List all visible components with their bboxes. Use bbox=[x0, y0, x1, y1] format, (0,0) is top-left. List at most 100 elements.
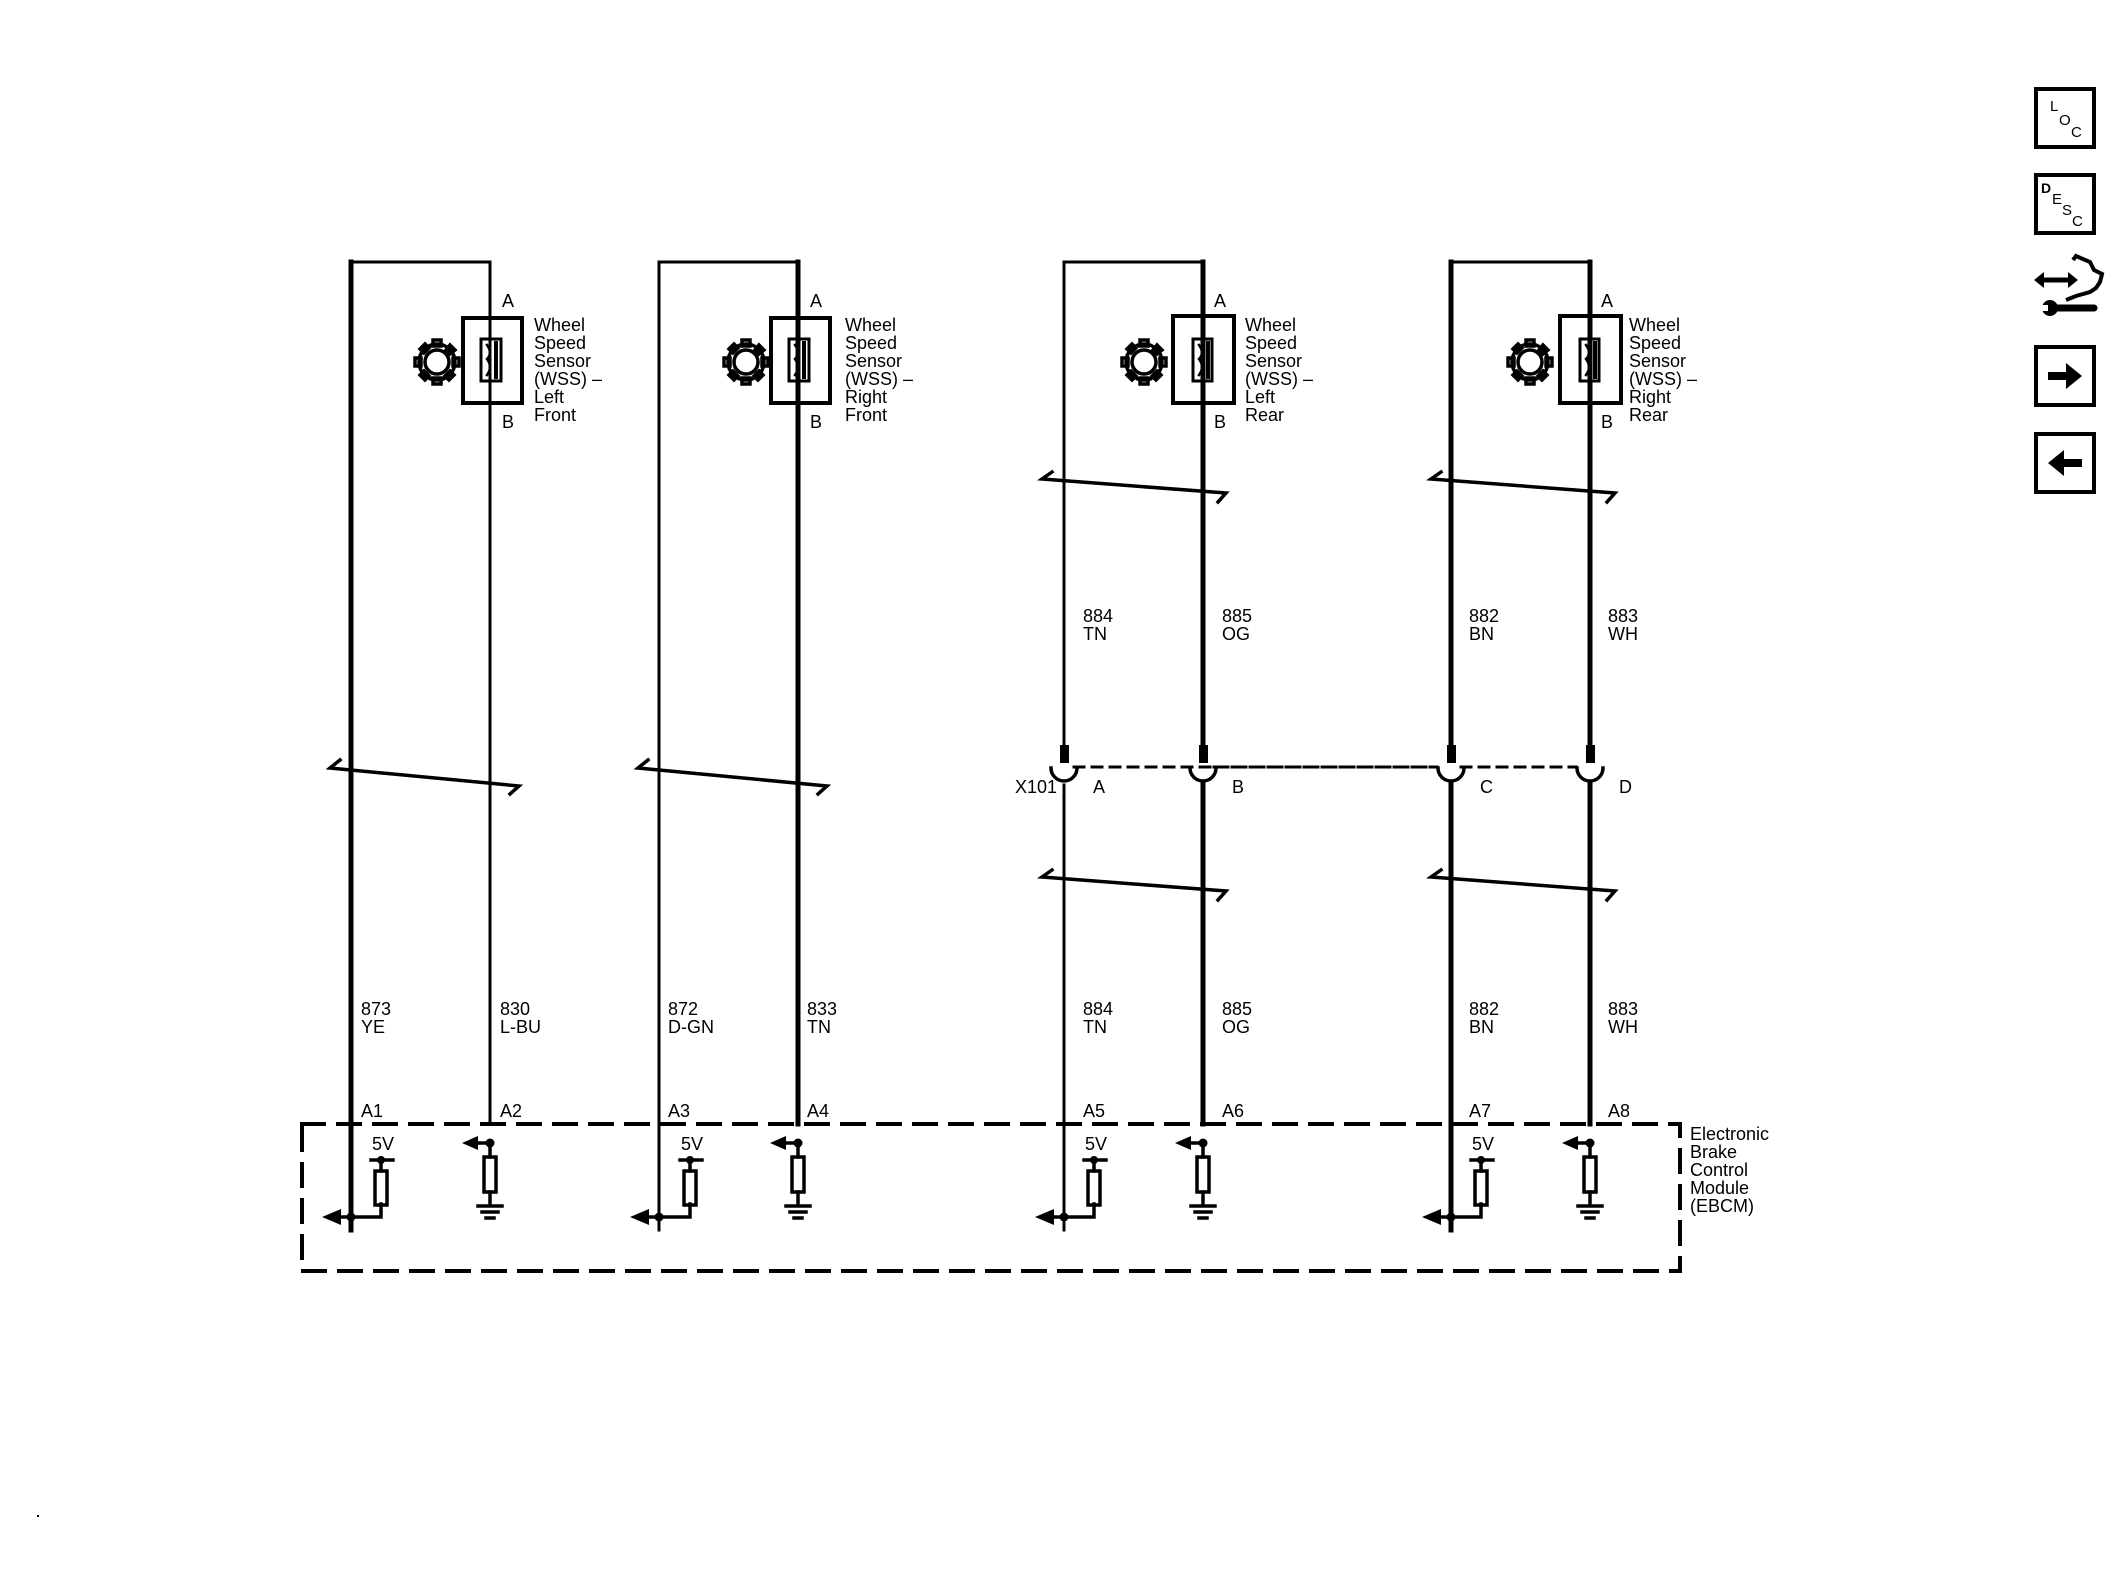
pin-label: A bbox=[502, 291, 514, 311]
connector-x101-labels: X101 A B C D bbox=[1015, 777, 1632, 797]
desc-button[interactable]: D E S C bbox=[2034, 173, 2096, 235]
svg-text:Right: Right bbox=[1629, 387, 1671, 407]
svg-text:WH: WH bbox=[1608, 624, 1638, 644]
wss-right-rear-circuit bbox=[1448, 259, 1623, 1233]
svg-text:884: 884 bbox=[1083, 999, 1113, 1019]
ebcm-signal-arrows bbox=[322, 1136, 1595, 1225]
svg-text:Electronic: Electronic bbox=[1690, 1124, 1769, 1144]
gear-icon bbox=[1506, 338, 1554, 386]
svg-text:Speed: Speed bbox=[1629, 333, 1681, 353]
previous-page-button[interactable] bbox=[2034, 432, 2096, 494]
svg-text:Sensor: Sensor bbox=[1245, 351, 1302, 371]
svg-text:5V: 5V bbox=[1472, 1134, 1494, 1154]
break-line-rr-upper bbox=[1425, 469, 1619, 505]
svg-text:Front: Front bbox=[845, 405, 887, 425]
break-line-rr-lower bbox=[1425, 867, 1619, 903]
svg-text:L: L bbox=[2050, 98, 2058, 115]
pulldown-a4 bbox=[782, 1141, 812, 1220]
pulldown-a6 bbox=[1187, 1141, 1217, 1220]
svg-text:YE: YE bbox=[361, 1017, 385, 1037]
svg-text:A7: A7 bbox=[1469, 1101, 1491, 1121]
wss-left-rear-circuit bbox=[1062, 259, 1236, 1232]
svg-text:Speed: Speed bbox=[1245, 333, 1297, 353]
svg-text:C: C bbox=[2072, 213, 2083, 230]
break-line-lr-upper bbox=[1036, 469, 1230, 505]
pullup-a5 bbox=[1051, 1158, 1108, 1219]
gear-icon bbox=[413, 338, 461, 386]
break-line-lr-lower bbox=[1036, 867, 1230, 903]
pullup-a1 bbox=[338, 1158, 395, 1219]
ebcm-module-boundary bbox=[300, 1122, 1682, 1273]
svg-text:5V: 5V bbox=[1085, 1134, 1107, 1154]
svg-text:C: C bbox=[2071, 124, 2082, 141]
connector-pin: A bbox=[1093, 777, 1105, 797]
svg-text:BN: BN bbox=[1469, 624, 1494, 644]
svg-text:Sensor: Sensor bbox=[534, 351, 591, 371]
svg-text:Speed: Speed bbox=[845, 333, 897, 353]
svg-text:885: 885 bbox=[1222, 999, 1252, 1019]
svg-text:(WSS) –: (WSS) – bbox=[845, 369, 913, 389]
connector-pin: C bbox=[1480, 777, 1493, 797]
pulldown-a2 bbox=[474, 1141, 504, 1220]
supply-voltage-labels: 5V 5V 5V 5V bbox=[372, 1134, 1494, 1154]
svg-text:Wheel: Wheel bbox=[534, 315, 585, 335]
svg-text:830: 830 bbox=[500, 999, 530, 1019]
pin-label: B bbox=[1214, 412, 1226, 432]
svg-text:Front: Front bbox=[534, 405, 576, 425]
break-line-rf bbox=[633, 757, 832, 797]
svg-text:A2: A2 bbox=[500, 1101, 522, 1121]
svg-text:S: S bbox=[2062, 202, 2072, 219]
pullup-a3 bbox=[646, 1158, 704, 1219]
svg-text:A1: A1 bbox=[361, 1101, 383, 1121]
svg-text:872: 872 bbox=[668, 999, 698, 1019]
svg-text:5V: 5V bbox=[681, 1134, 703, 1154]
ebcm-internal-circuits bbox=[338, 1141, 1604, 1220]
next-page-button[interactable] bbox=[2034, 345, 2096, 407]
svg-text:A5: A5 bbox=[1083, 1101, 1105, 1121]
pulldown-a8 bbox=[1574, 1141, 1604, 1220]
svg-text:Wheel: Wheel bbox=[845, 315, 896, 335]
svg-text:Sensor: Sensor bbox=[845, 351, 902, 371]
sensor-name-lf: Wheel Speed Sensor (WSS) – Left Front bbox=[534, 315, 602, 425]
rear-upper-wire-labels: 884 TN 885 OG 882 BN 883 WH bbox=[1083, 606, 1638, 644]
svg-text:Right: Right bbox=[845, 387, 887, 407]
connector-name: X101 bbox=[1015, 777, 1057, 797]
svg-text:Wheel: Wheel bbox=[1629, 315, 1680, 335]
svg-text:Module: Module bbox=[1690, 1178, 1749, 1198]
svg-text:883: 883 bbox=[1608, 606, 1638, 626]
gear-icon bbox=[722, 338, 770, 386]
svg-text:Sensor: Sensor bbox=[1629, 351, 1686, 371]
sensor-name-lr: Wheel Speed Sensor (WSS) – Left Rear bbox=[1245, 315, 1313, 425]
loc-button[interactable]: L O C bbox=[2034, 87, 2096, 149]
harness-break-lines bbox=[325, 469, 1619, 903]
pin-label: B bbox=[502, 412, 514, 432]
arrow-left-icon bbox=[2048, 450, 2082, 476]
wss-left-front-circuit bbox=[348, 259, 524, 1233]
svg-text:A3: A3 bbox=[668, 1101, 690, 1121]
sensor-name-rf: Wheel Speed Sensor (WSS) – Right Front bbox=[845, 315, 913, 425]
connector-pin: D bbox=[1619, 777, 1632, 797]
svg-text:Speed: Speed bbox=[534, 333, 586, 353]
svg-text:882: 882 bbox=[1469, 999, 1499, 1019]
svg-text:5V: 5V bbox=[372, 1134, 394, 1154]
gear-icons bbox=[413, 338, 1554, 386]
svg-text:882: 882 bbox=[1469, 606, 1499, 626]
gear-icon bbox=[1120, 338, 1168, 386]
svg-text:(WSS) –: (WSS) – bbox=[1629, 369, 1697, 389]
wss-right-front-circuit bbox=[657, 259, 832, 1232]
svg-text:Wheel: Wheel bbox=[1245, 315, 1296, 335]
rear-lower-wire-labels: 884 TN 885 OG 882 BN 883 WH bbox=[1083, 999, 1638, 1037]
desc-icon: D E S C bbox=[2041, 180, 2083, 230]
svg-text:(EBCM): (EBCM) bbox=[1690, 1196, 1754, 1216]
svg-text:D-GN: D-GN bbox=[668, 1017, 714, 1037]
service-tool-button[interactable] bbox=[2030, 252, 2110, 332]
pin-label: B bbox=[1601, 412, 1613, 432]
pin-label: A bbox=[1214, 291, 1226, 311]
svg-text:885: 885 bbox=[1222, 606, 1252, 626]
pullup-a7 bbox=[1438, 1158, 1495, 1219]
svg-text:873: 873 bbox=[361, 999, 391, 1019]
sensor-name-rr: Wheel Speed Sensor (WSS) – Right Rear bbox=[1629, 315, 1697, 425]
pin-label: A bbox=[1601, 291, 1613, 311]
ebcm-pin-labels: A1 A2 A3 A4 A5 A6 A7 A8 bbox=[361, 1101, 1630, 1121]
